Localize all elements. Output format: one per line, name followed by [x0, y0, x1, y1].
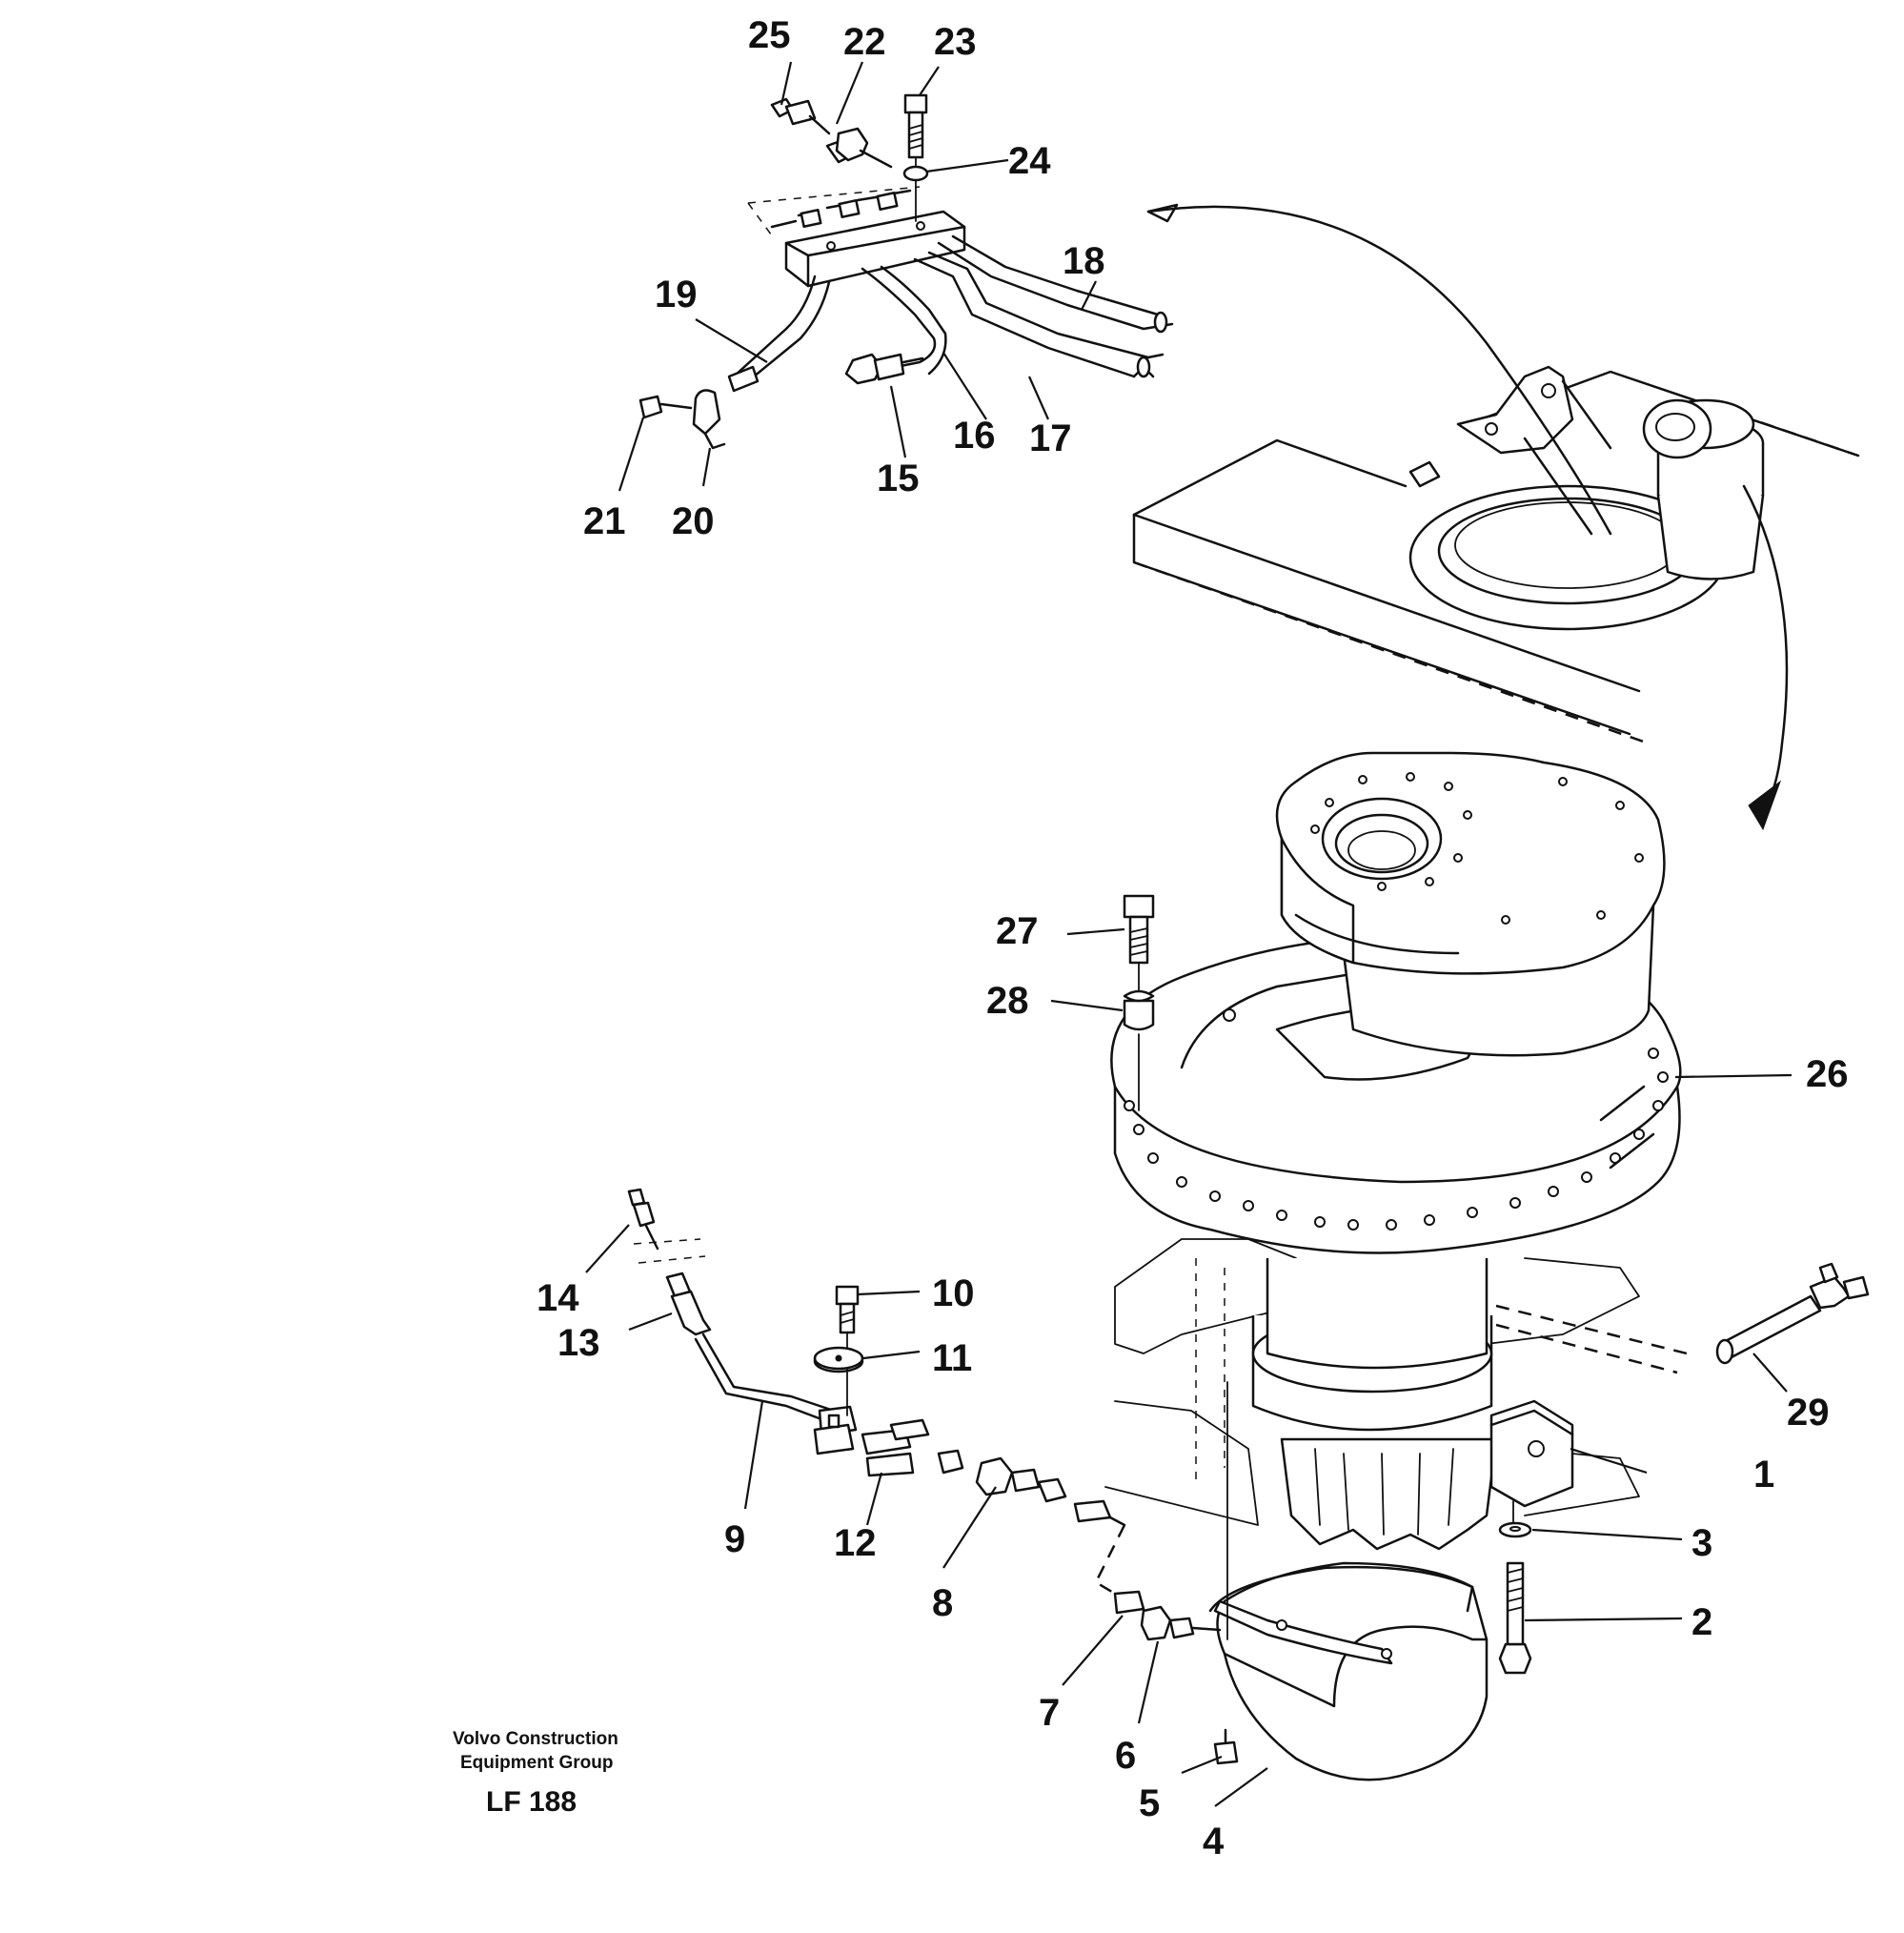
callout-15: 15: [877, 458, 920, 499]
callout-12: 12: [834, 1522, 877, 1564]
callout-3: 3: [1691, 1522, 1712, 1564]
callout-16: 16: [953, 415, 996, 457]
distribution-block-assembly: [638, 93, 1174, 450]
callout-23: 23: [934, 21, 977, 63]
callout-17: 17: [1029, 417, 1072, 459]
callout-4: 4: [1203, 1821, 1225, 1862]
callout-26: 26: [1806, 1053, 1849, 1095]
callout-29: 29: [1787, 1392, 1830, 1434]
callout-21: 21: [583, 500, 626, 542]
callout-2: 2: [1691, 1601, 1712, 1643]
callout-22: 22: [843, 21, 886, 63]
swing-gearbox-assembly: [1104, 751, 1688, 1781]
callout-11: 11: [932, 1337, 972, 1379]
callout-1: 1: [1753, 1454, 1774, 1496]
flange-bolt-holes: [1124, 1008, 1669, 1231]
callout-10: 10: [932, 1272, 975, 1314]
callout-19: 19: [655, 274, 698, 315]
leader-lines: [585, 61, 1793, 1807]
callout-13: 13: [557, 1322, 600, 1364]
callout-20: 20: [672, 500, 715, 542]
callout-25: 25: [748, 14, 791, 56]
bolt-and-spacer-27-28: [1123, 894, 1155, 1111]
callout-24: 24: [1008, 140, 1051, 182]
callout-numbers: 1 2 3 4 5 6 7 8 9 10 11 12 13 14 15 16 1…: [537, 14, 1849, 1862]
callout-9: 9: [724, 1518, 745, 1560]
frame-location-view: [1132, 203, 1860, 831]
callout-5: 5: [1139, 1782, 1160, 1824]
footer-block: Volvo Construction Equipment Group LF 18…: [453, 1729, 618, 1818]
callout-7: 7: [1039, 1692, 1060, 1734]
callout-27: 27: [996, 910, 1039, 952]
diagram-code: LF 188: [486, 1786, 577, 1818]
company-name-line2: Equipment Group: [460, 1753, 613, 1773]
company-name-line1: Volvo Construction: [453, 1729, 618, 1749]
lubrication-pipe-assembly: [627, 1188, 1870, 1765]
cover-bolt-holes: [1310, 772, 1644, 925]
callout-6: 6: [1115, 1735, 1136, 1777]
callout-14: 14: [537, 1277, 579, 1319]
callout-18: 18: [1063, 240, 1105, 282]
callout-28: 28: [986, 980, 1029, 1022]
callout-8: 8: [932, 1582, 953, 1624]
